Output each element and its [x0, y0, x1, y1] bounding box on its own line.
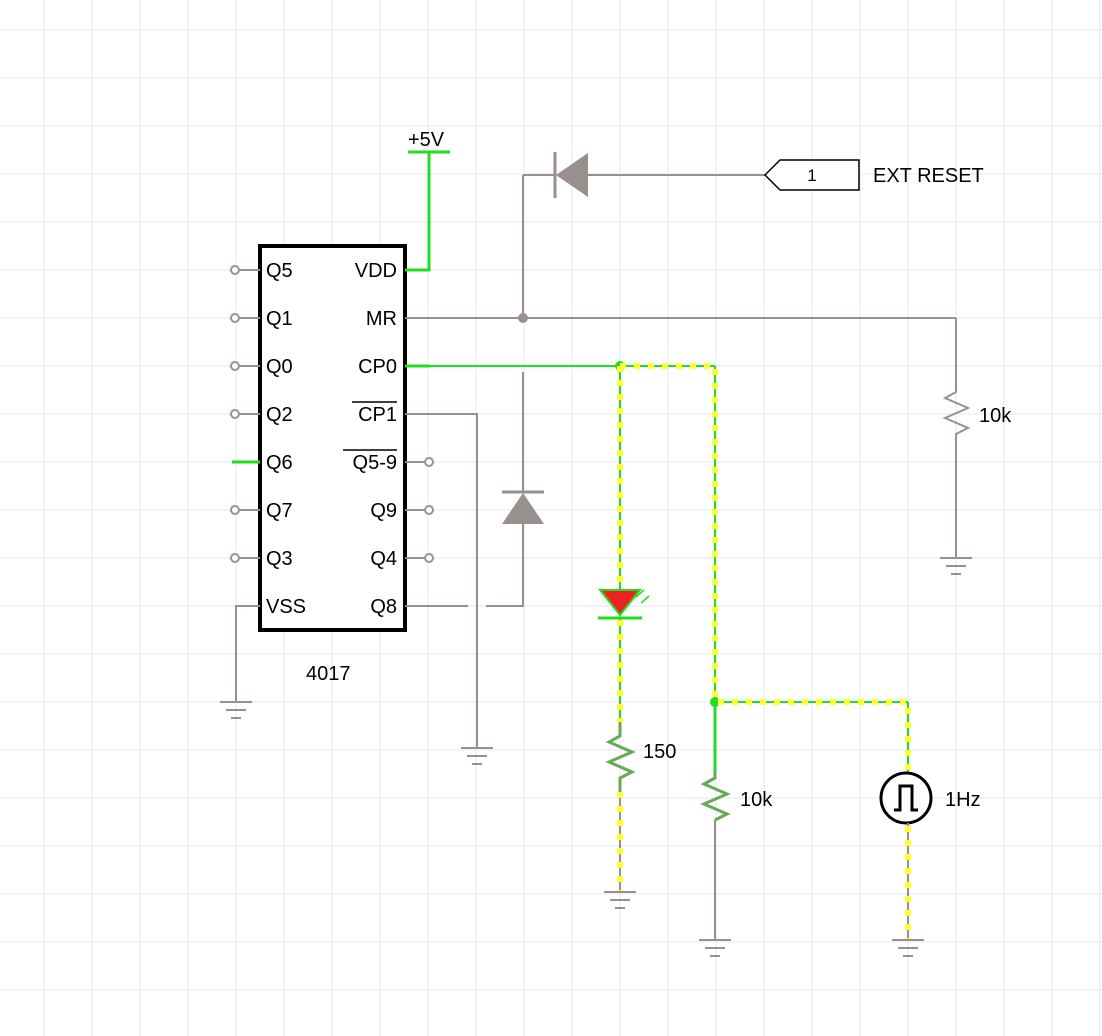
pin-q2-terminal[interactable] — [230, 409, 240, 419]
pin-label-q3: Q3 — [266, 548, 293, 570]
ic-body — [258, 244, 407, 632]
pin-label-cp1: CP1 — [358, 404, 397, 426]
ext-reset-diode[interactable] — [553, 152, 765, 198]
pin-q4-terminal[interactable] — [424, 553, 434, 563]
ext-reset-value: 1 — [807, 166, 816, 185]
pin-label-mr: MR — [366, 308, 397, 330]
pin-label-vdd: VDD — [355, 260, 397, 282]
pin-q3-terminal[interactable] — [230, 553, 240, 563]
pin-q0-terminal[interactable] — [230, 361, 240, 371]
resistor-clock-label: 10k — [740, 789, 773, 811]
ext-reset-input[interactable]: 1 EXT RESET — [763, 159, 984, 191]
clock-label: 1Hz — [945, 789, 981, 811]
ground-icon — [220, 701, 252, 719]
ground-icon — [699, 939, 731, 957]
clock-junction — [710, 697, 720, 707]
clock-source[interactable]: 1Hz — [879, 771, 981, 957]
ic-4017[interactable]: Q5 Q1 Q0 Q2 Q6 Q7 Q3 VSS VDD MR CP0 CP1 … — [230, 244, 434, 685]
ground-icon — [604, 891, 636, 909]
cp1-ground[interactable] — [405, 413, 493, 765]
q8-reset-diode[interactable] — [405, 490, 544, 607]
supply-5v[interactable]: +5V — [405, 129, 450, 272]
mr-net[interactable] — [405, 174, 957, 492]
led-indicator[interactable] — [597, 589, 650, 722]
resistor-led-label: 150 — [643, 741, 676, 763]
pin-label-q7: Q7 — [266, 500, 293, 522]
square-wave-icon — [894, 784, 918, 812]
pin-label-q2: Q2 — [266, 404, 293, 426]
pin-label-q8: Q8 — [370, 596, 397, 618]
pin-q5-9-terminal[interactable] — [424, 457, 434, 467]
pin-label-q0: Q0 — [266, 356, 293, 378]
pin-label-vss: VSS — [266, 596, 306, 618]
resistor-led-150[interactable]: 150 — [604, 722, 676, 909]
ic-part-number: 4017 — [306, 663, 351, 685]
resistor-clock-10k[interactable]: 10k — [699, 770, 773, 957]
pin-label-cp0: CP0 — [358, 356, 397, 378]
pin-label-q1: Q1 — [266, 308, 293, 330]
ground-icon — [940, 557, 972, 575]
resistor-mr-10k[interactable]: 10k — [940, 365, 1012, 575]
pin-label-q5-9: Q5-9 — [353, 452, 397, 474]
ground-icon — [461, 747, 493, 765]
pin-label-q9: Q9 — [370, 500, 397, 522]
pin-q5-terminal[interactable] — [230, 265, 240, 275]
pin-label-q5: Q5 — [266, 260, 293, 282]
cp0-net[interactable] — [405, 361, 911, 772]
vss-ground[interactable] — [220, 605, 260, 719]
ground-icon — [892, 939, 924, 957]
supply-label: +5V — [408, 129, 445, 151]
pin-label-q6: Q6 — [266, 452, 293, 474]
ext-reset-label: EXT RESET — [873, 165, 984, 187]
pin-q1-terminal[interactable] — [230, 313, 240, 323]
resistor-mr-label: 10k — [979, 405, 1012, 427]
pin-q9-terminal[interactable] — [424, 505, 434, 515]
pin-q7-terminal[interactable] — [230, 505, 240, 515]
pin-label-q4: Q4 — [370, 548, 397, 570]
